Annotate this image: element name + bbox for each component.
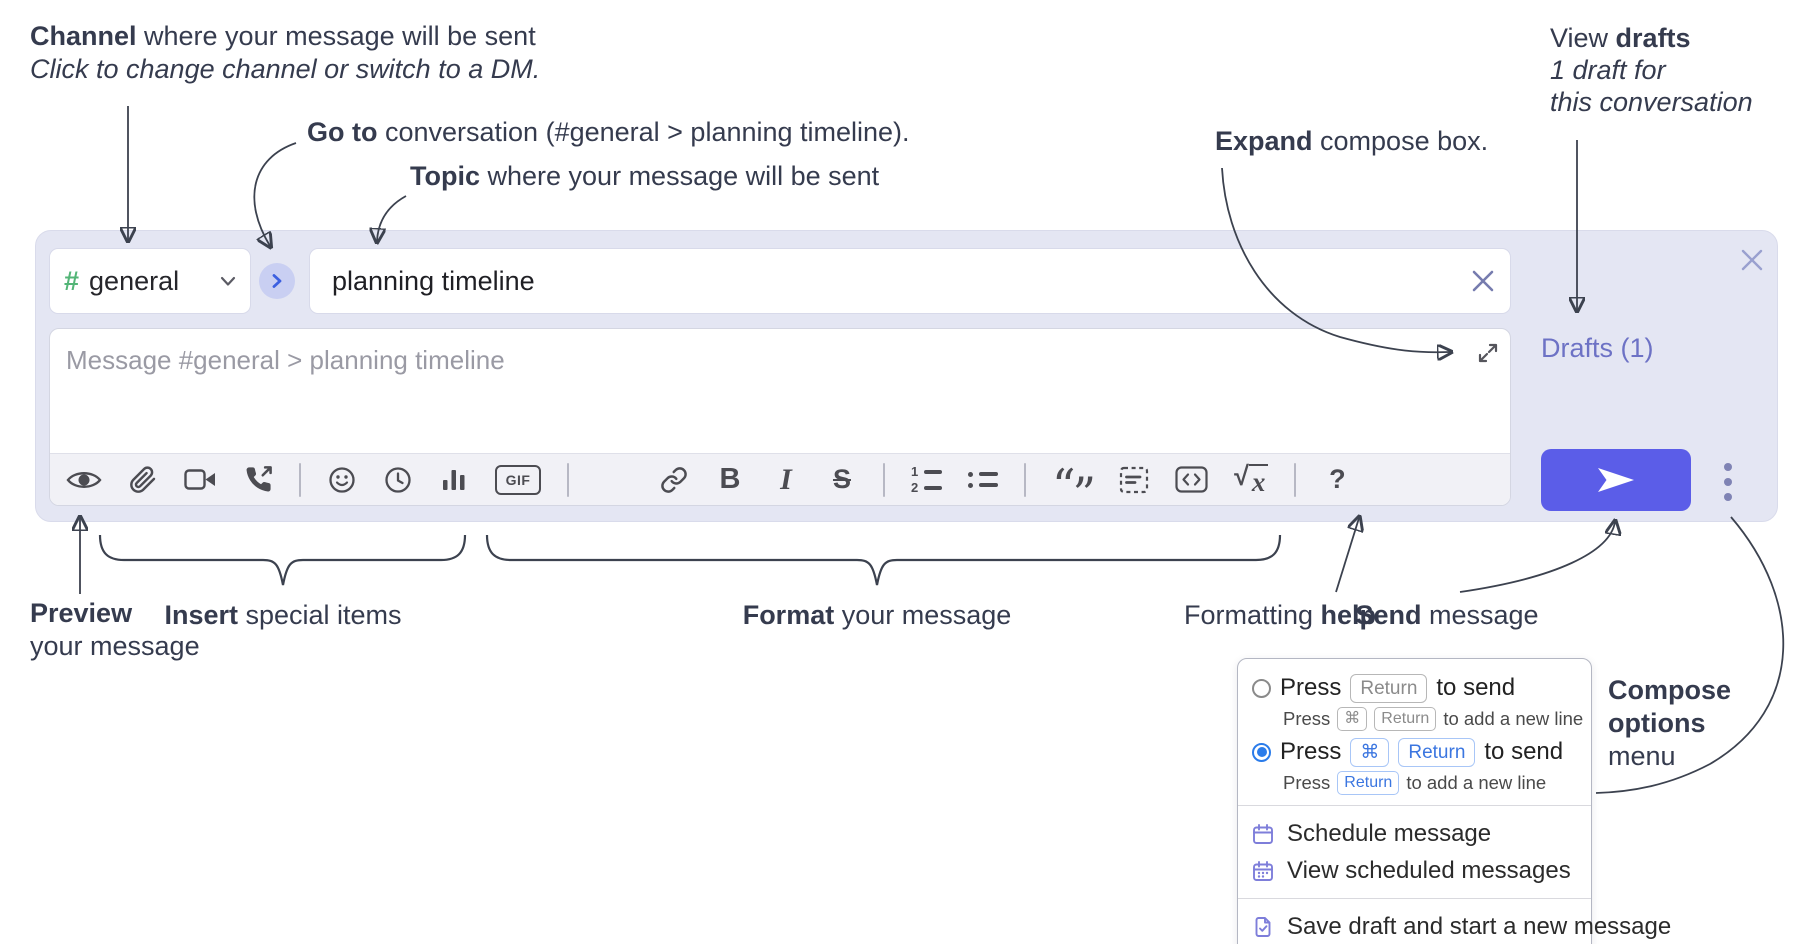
- quote-icon[interactable]: “”: [1052, 458, 1096, 506]
- emoji-icon[interactable]: [327, 460, 357, 500]
- expand-compose-button[interactable]: [1476, 341, 1500, 365]
- calendar-clock-icon: [1252, 860, 1274, 882]
- compose-box: # general planning timeline Drafts (1) M…: [35, 230, 1778, 522]
- toolbar-divider: [1024, 462, 1026, 497]
- menu-item-schedule-message[interactable]: Schedule message: [1252, 815, 1577, 852]
- send-icon: [1598, 468, 1634, 492]
- label-insert: Insert special items: [164, 600, 402, 630]
- cmd-keycap: ⌘: [1350, 737, 1390, 767]
- toolbar-divider: [299, 462, 301, 497]
- calendar-icon: [1252, 823, 1274, 845]
- help-pointer-line: [1335, 518, 1359, 593]
- close-icon: [1741, 249, 1763, 271]
- menu-option-cmd-enter-sends-subtext: Press Return to add a new line: [1283, 770, 1547, 795]
- italic-icon[interactable]: I: [780, 462, 792, 496]
- gif-icon[interactable]: GIF: [495, 464, 541, 495]
- annotation-expand-rest: compose box.: [1312, 126, 1489, 156]
- annotation-channel-rest: where your message will be sent: [136, 21, 536, 51]
- annotation-drafts-bold: drafts: [1615, 23, 1691, 53]
- radio-unselected-icon[interactable]: [1252, 678, 1271, 698]
- message-placeholder: Message #general > planning timeline: [66, 345, 505, 375]
- video-call-icon[interactable]: [184, 460, 217, 500]
- draft-check-icon: [1252, 916, 1274, 938]
- annotation-drafts: View drafts 1 draft for this conversatio…: [1550, 22, 1753, 118]
- goto-conversation-button[interactable]: [259, 263, 295, 299]
- annotation-goto: Go to conversation (#general > planning …: [307, 116, 910, 149]
- annotation-topic: Topic where your message will be sent: [410, 160, 879, 193]
- annotation-goto-bold: Go to: [307, 117, 378, 147]
- label-preview: Preview your message: [30, 598, 200, 661]
- cmd-keycap: ⌘: [1337, 706, 1368, 731]
- send-button[interactable]: [1541, 449, 1691, 511]
- topic-clear-button[interactable]: [1470, 268, 1496, 294]
- math-icon[interactable]: √x: [1234, 460, 1269, 500]
- compose-close-button[interactable]: [1738, 246, 1766, 274]
- compose-options-button[interactable]: [1720, 459, 1736, 505]
- label-compose-options: Compose options menu: [1608, 675, 1732, 771]
- audio-call-icon[interactable]: [243, 460, 273, 500]
- return-keycap: Return: [1337, 770, 1400, 795]
- menu-divider: [1238, 805, 1591, 806]
- channel-selector[interactable]: # general: [49, 248, 251, 314]
- annotation-drafts-line3: this conversation: [1550, 87, 1753, 117]
- toolbar-divider: [1294, 462, 1297, 497]
- compose-toolbar: GIF B I S 1 2: [50, 453, 1510, 505]
- link-icon[interactable]: [659, 460, 689, 500]
- return-keycap: Return: [1374, 706, 1437, 731]
- radio-selected-icon[interactable]: [1252, 742, 1271, 762]
- send-pointer-line: [1459, 522, 1615, 593]
- menu-item-save-draft[interactable]: Save draft and start a new message: [1252, 908, 1671, 944]
- channel-hash-icon: #: [64, 265, 80, 296]
- annotation-topic-rest: where your message will be sent: [480, 161, 880, 191]
- format-brace: [485, 534, 1282, 586]
- preview-icon[interactable]: [66, 460, 102, 500]
- spoiler-icon[interactable]: [1119, 460, 1149, 500]
- message-area[interactable]: Message #general > planning timeline: [49, 328, 1511, 506]
- annotation-expand-bold: Expand: [1215, 126, 1313, 156]
- chevron-down-icon: [220, 276, 236, 287]
- compose-options-menu: Press Return to send Press ⌘ Return to a…: [1237, 658, 1671, 944]
- drafts-link[interactable]: Drafts (1): [1541, 333, 1654, 363]
- menu-divider: [1238, 898, 1591, 899]
- annotation-channel-line2: Click to change channel or switch to a D…: [30, 54, 541, 84]
- code-icon[interactable]: [1175, 460, 1208, 500]
- toolbar-divider: [567, 462, 569, 497]
- annotation-goto-rest: conversation (#general > planning timeli…: [377, 117, 910, 147]
- strikethrough-icon[interactable]: S: [832, 464, 851, 494]
- annotation-topic-bold: Topic: [410, 161, 480, 191]
- menu-option-enter-sends[interactable]: Press Return to send: [1252, 671, 1577, 705]
- menu-option-cmd-enter-sends[interactable]: Press ⌘ Return to send: [1252, 735, 1577, 769]
- label-format: Format your message: [742, 600, 1012, 630]
- formatting-help-icon[interactable]: ?: [1329, 464, 1346, 494]
- annotation-channel-bold: Channel: [30, 21, 137, 51]
- label-formatting-help: Formatting help: [1183, 600, 1377, 630]
- return-keycap: Return: [1350, 673, 1428, 703]
- poll-icon[interactable]: [439, 460, 469, 500]
- expand-icon: [1478, 343, 1498, 363]
- toolbar-divider: [883, 462, 885, 497]
- chevron-right-icon: [268, 272, 286, 290]
- attach-file-icon[interactable]: [128, 460, 158, 500]
- menu-option-enter-sends-subtext: Press ⌘ Return to add a new line: [1283, 706, 1584, 731]
- topic-input[interactable]: planning timeline: [309, 248, 1511, 314]
- channel-name: general: [89, 265, 180, 296]
- annotation-drafts-line2: 1 draft for: [1550, 55, 1666, 85]
- annotation-drafts-pre: View: [1550, 23, 1616, 53]
- menu-item-view-scheduled[interactable]: View scheduled messages: [1252, 852, 1577, 889]
- label-send-message: Send message: [1355, 600, 1539, 630]
- return-keycap: Return: [1398, 737, 1476, 767]
- numbered-list-icon[interactable]: 1 2: [911, 460, 942, 500]
- time-icon[interactable]: [383, 460, 413, 500]
- annotation-expand: Expand compose box.: [1215, 125, 1488, 158]
- annotation-channel: Channel where your message will be sent …: [30, 20, 540, 86]
- close-icon: [1472, 270, 1494, 292]
- insert-brace: [98, 534, 467, 586]
- topic-value: planning timeline: [332, 265, 535, 296]
- bold-icon[interactable]: B: [719, 463, 741, 495]
- bulleted-list-icon[interactable]: [968, 460, 998, 500]
